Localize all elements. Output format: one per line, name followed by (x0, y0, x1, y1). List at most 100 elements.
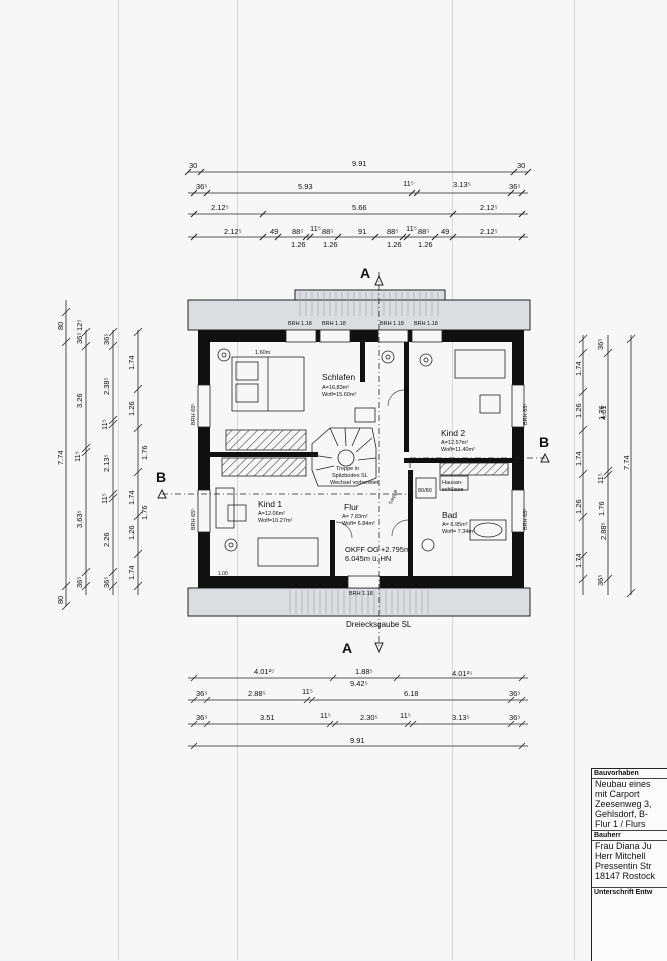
furniture-bed-single (454, 349, 506, 414)
dim-label: 11⁵ (596, 473, 605, 484)
brh-label: BRH 1.18 (414, 321, 438, 327)
project-line: Flur 1 / Flurs (595, 819, 646, 829)
room-schlafen: Schlafen A=16.83m² Wofl=15.60m² (322, 372, 356, 398)
dim-label: 36⁵ (102, 334, 111, 345)
dim-label: 36⁵ (75, 333, 84, 344)
dim-label: 80 (56, 596, 65, 604)
dim-label: 2.12⁵ (224, 227, 242, 236)
client-line: Pressentin Str (595, 861, 652, 871)
dim-label: 36⁵ (596, 575, 605, 586)
dim-label: 36⁵ (196, 713, 207, 722)
desk (354, 407, 376, 423)
section-line-b (162, 457, 545, 495)
dim-label: 1.74 (574, 451, 583, 466)
roof-tile-hatching (289, 292, 439, 614)
dim-label: 1.26 (387, 240, 402, 249)
dim-label: 9.42⁵ (350, 679, 368, 688)
dim-label: 11⁵ (403, 179, 414, 188)
built-in-storage (221, 429, 509, 477)
door-swings (335, 389, 409, 539)
brh-label: BRH 1.18 (288, 321, 312, 327)
left-dimensions (61, 300, 143, 611)
dim-label: 2.26 (102, 532, 111, 547)
client-line: 18147 Rostock (595, 871, 656, 881)
dim-label: 36⁵ (596, 339, 605, 350)
dim-label: 3.26 (75, 393, 84, 408)
section-a-label: A (342, 640, 352, 656)
section-b-label: B (539, 434, 549, 450)
dim-label: 2.12⁵ (211, 203, 229, 212)
room-name: Bad (442, 510, 457, 520)
dim-label: 36⁵ (509, 689, 520, 698)
room-flur: Flur A= 7.83m² Wofl= 6.84m² (342, 502, 375, 527)
dim-label: 4.01 (599, 405, 608, 420)
dim-label: 1.76 (140, 445, 149, 460)
title-block-heading: Bauvorhaben (592, 769, 667, 779)
brh-label: BRH 65⁵ (190, 403, 197, 425)
room-name: Kind 2 (441, 428, 465, 438)
stair-text: Wechsel vorbereitet (330, 480, 379, 486)
dim-label: 2.12⁵ (480, 203, 498, 212)
dim-label: 1.76 (597, 501, 606, 516)
dim-label: 2.13⁵ (102, 454, 111, 472)
bottom-dimensions (188, 674, 528, 750)
stair-labels: Treppe in Spitzboden SL Wechsel vorberei… (330, 466, 399, 506)
brh-labels: BRH 1.18 BRH 1.18 BRH 1.18 BRH 1.18 BRH … (190, 321, 529, 597)
dim-label: 30 (517, 161, 525, 170)
shaft-label: 80/80 (418, 488, 432, 494)
dim-label: 11⁵ (73, 451, 82, 462)
utility-label: schlüsse (442, 487, 463, 493)
brh-label: BRH 1.18 (349, 591, 373, 597)
bed-label: 1.00 (218, 571, 228, 577)
project-line: Zeesenweg 3, (595, 799, 652, 809)
dim-label: 91 (358, 227, 366, 236)
dim-label: 11⁵ (100, 419, 109, 430)
dim-label: 1.74 (127, 490, 136, 505)
dim-label: 12⁵ (75, 320, 84, 331)
bottom-dimension-labels: 4.01²⁵ 1.88⁵ 9.42⁵ 4.01²⁵ 36⁵ 2.88⁵ 11⁵ … (196, 667, 520, 745)
dim-label: 36⁵ (509, 713, 520, 722)
fold-line (452, 0, 453, 960)
brh-label: BRH 1.18 (380, 321, 404, 327)
room-area: A= 7.83m² (342, 514, 368, 520)
dim-label: 4.01²⁵ (254, 667, 274, 676)
room-wofl: Wofl= 6.84m² (342, 521, 375, 527)
dim-label: 36⁵ (196, 182, 207, 191)
dim-label: 88⁵ (387, 227, 398, 236)
dim-label: 1.26 (127, 525, 136, 540)
dim-label: 2.12⁵ (480, 227, 498, 236)
dim-label: 1.26 (574, 499, 583, 514)
brh-label: BRH 65⁵ (190, 508, 197, 530)
stair-text: Spitzboden SL (332, 473, 368, 479)
dim-label: 1.74 (127, 355, 136, 370)
dim-label: 7.74 (622, 455, 631, 470)
dim-label: 11⁵ (320, 711, 331, 720)
room-wofl: Wofl= 7.34m² (442, 529, 475, 535)
section-markers (157, 274, 550, 654)
room-name: Flur (344, 502, 359, 512)
fold-line (237, 0, 238, 960)
section-a-label: A (360, 265, 370, 281)
dim-label: 36⁵ (102, 577, 111, 588)
inner-walls (210, 342, 512, 576)
furniture-kind1 (215, 487, 319, 567)
section-b-label: B (156, 469, 166, 485)
right-dimensions (578, 334, 636, 598)
dim-label: 1.76 (140, 505, 149, 520)
dim-label: 3.13⁵ (452, 713, 470, 722)
dim-label: 49 (441, 227, 449, 236)
dim-label: 1.26 (291, 240, 306, 249)
stair-text: Treppe in (336, 466, 359, 472)
bath-labels: 80/80 Hausan- schlüsse (418, 480, 463, 494)
dim-label: 9.91 (352, 159, 367, 168)
bathroom-fixtures (415, 475, 507, 552)
dim-label: 1.26 (418, 240, 433, 249)
left-dimension-labels: 80 7.74 80 36⁵ 12⁵ 3.26 11⁵ 3.63⁵ 36⁵ 36… (56, 320, 149, 604)
dim-label: 6.18 (404, 689, 419, 698)
dim-label: 1.26 (323, 240, 338, 249)
dim-label: 11⁵ (310, 224, 321, 233)
brh-label: BRH 1.18 (322, 321, 346, 327)
top-dimension-labels: 30 9.91 30 36⁵ 5.93 11⁵ 3.13⁵ 36⁵ 2.12⁵ … (189, 159, 525, 249)
room-wofl: Wofl=15.60m² (322, 392, 356, 398)
